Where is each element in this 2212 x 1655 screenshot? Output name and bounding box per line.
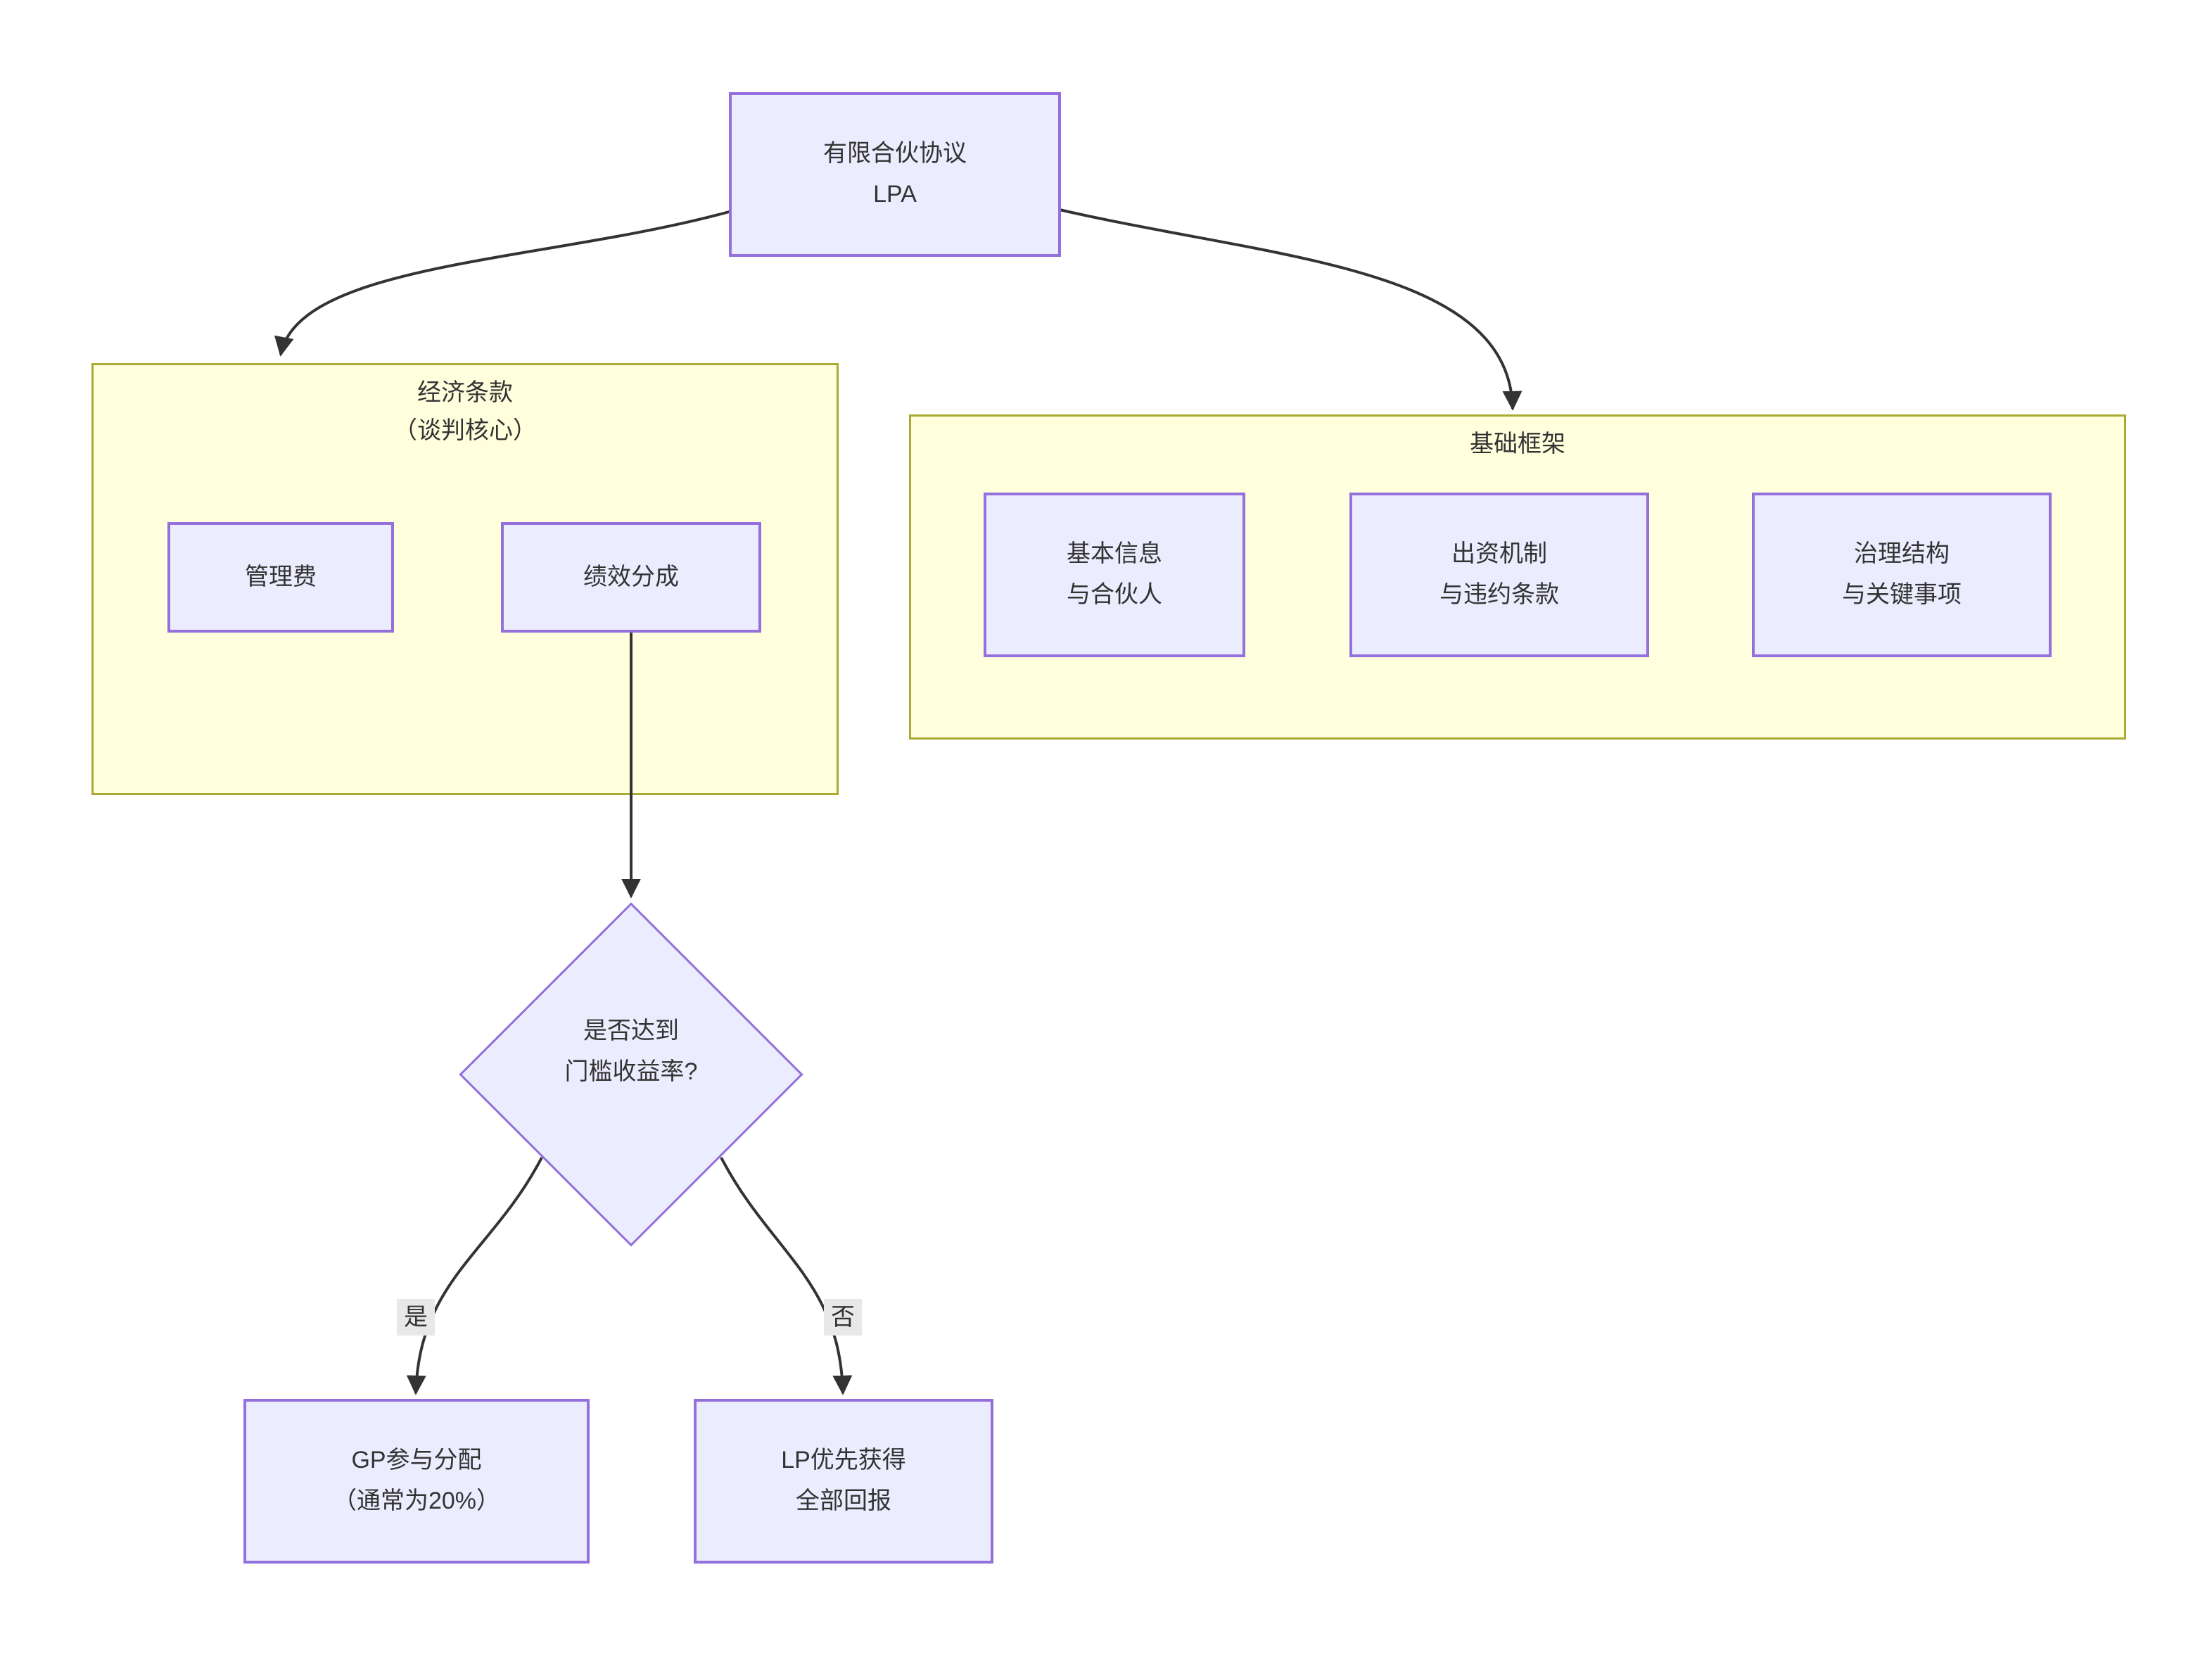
node-lp-priority-line1: LP优先获得 xyxy=(781,1447,906,1474)
edge-decision-no-to-lp xyxy=(720,1157,853,1395)
node-gp-distribution: GP参与分配 （通常为20%） xyxy=(243,1399,590,1564)
decision-hurdle-rate-line1: 是否达到 xyxy=(583,1017,679,1044)
node-lpa-line2: LPA xyxy=(873,181,917,208)
subgraph-foundation-framework-title: 基础框架 xyxy=(911,425,2124,463)
subgraph-foundation-framework-title-line1: 基础框架 xyxy=(1470,431,1565,457)
edge-label-no: 否 xyxy=(824,1298,862,1336)
decision-hurdle-rate-label: 是否达到 门槛收益率? xyxy=(455,1011,807,1093)
node-capital-mechanism-line2: 与违约条款 xyxy=(1439,581,1559,608)
node-capital-mechanism-line1: 出资机制 xyxy=(1451,540,1547,568)
node-lpa-line1: 有限合伙协议 xyxy=(823,140,967,167)
node-gp-distribution-line1: GP参与分配 xyxy=(351,1447,482,1474)
subgraph-economic-terms-title-line1: 经济条款 xyxy=(417,379,513,406)
node-governance-line1: 治理结构 xyxy=(1854,540,1950,568)
node-lpa: 有限合伙协议 LPA xyxy=(729,92,1061,257)
node-management-fee-label: 管理费 xyxy=(245,563,317,590)
subgraph-economic-terms-title-line2: （谈判核心） xyxy=(393,417,537,445)
edge-lpa-to-economic xyxy=(274,210,732,357)
node-capital-mechanism: 出资机制 与违约条款 xyxy=(1349,493,1649,657)
node-management-fee: 管理费 xyxy=(167,522,394,633)
edge-decision-yes-to-gp xyxy=(406,1157,543,1395)
node-lp-priority-return: LP优先获得 全部回报 xyxy=(694,1399,993,1564)
node-basic-info-line1: 基本信息 xyxy=(1067,540,1162,568)
edge-lpa-to-foundation xyxy=(1059,208,1523,411)
node-lp-priority-line2: 全部回报 xyxy=(796,1488,891,1514)
node-governance-line2: 与关键事项 xyxy=(1842,581,1962,608)
node-gp-distribution-line2: （通常为20%） xyxy=(332,1488,501,1514)
decision-hurdle-rate-line2: 门槛收益率? xyxy=(564,1058,698,1085)
node-governance-structure: 治理结构 与关键事项 xyxy=(1752,493,2052,657)
subgraph-economic-terms-title: 经济条款 （谈判核心） xyxy=(94,374,837,450)
node-basic-info-line2: 与合伙人 xyxy=(1067,581,1162,608)
node-performance-share: 绩效分成 xyxy=(501,522,761,633)
node-basic-info-partners: 基本信息 与合伙人 xyxy=(984,493,1245,657)
node-performance-share-label: 绩效分成 xyxy=(583,563,679,590)
edge-label-yes: 是 xyxy=(397,1298,435,1336)
